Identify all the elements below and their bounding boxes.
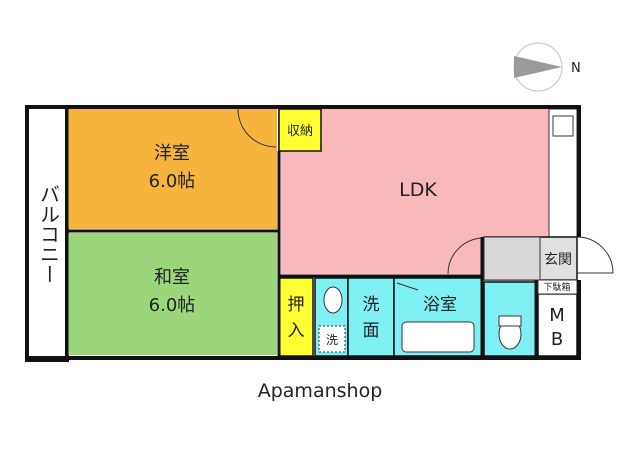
washroom-label-2: 面 [363,321,380,341]
japanese-room [67,233,277,355]
compass-arrow-icon [514,56,562,78]
washer-space [318,325,346,353]
washer-label: 洗 [326,333,338,347]
door-ldk-arc [447,237,485,275]
door-western-arc [237,108,277,148]
closet-label-2: 入 [288,321,305,341]
exterior-walls [25,105,581,360]
ldk-label: LDK [399,179,437,201]
entrance-floor [483,236,541,281]
shoe-box-label: 下駄箱 [543,281,570,293]
western-room-size: 6.0帖 [149,171,196,192]
entrance-label: 玄関 [544,251,572,268]
balcony [25,105,69,362]
toilet-icon [323,286,343,314]
sink-icon [552,115,574,137]
meter-box-label-2: B [551,329,563,350]
meter-box-label-1: M [549,305,565,326]
western-room-name: 洋室 [154,143,190,164]
compass: N [513,42,581,92]
closet [278,277,314,357]
bath-door-mark [396,282,419,291]
japanese-room-size: 6.0帖 [149,295,196,316]
toilet-tank-icon [498,315,522,327]
interior-walls [65,107,538,358]
washroom-label-1: 洗 [363,295,380,315]
bathroom-label: 浴室 [423,295,457,315]
balcony-label: バルコニー [37,184,61,284]
western-room [67,109,277,229]
door-swings [237,108,614,291]
washroom [347,277,395,357]
storage-label-overlay: 収納 [287,124,313,139]
bathtub-icon [401,321,475,353]
japanese-room-name: 和室 [154,267,190,288]
front-door-arc [576,236,614,274]
closet-label-1: 押 [288,295,305,315]
watermark-text: Apamanshop [258,380,383,402]
compass-north-label: N [571,61,581,76]
